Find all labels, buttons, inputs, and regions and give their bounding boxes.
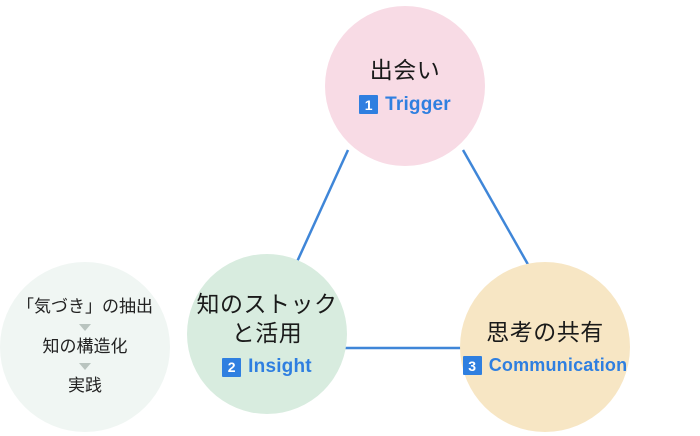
connector-trigger-insight xyxy=(294,149,350,265)
node-communication-number: 3 xyxy=(462,356,482,376)
node-communication-title: 思考の共有 xyxy=(486,318,604,345)
node-insight[interactable]: 知のストック と活用 2 Insight xyxy=(187,254,347,414)
node-trigger[interactable]: 出会い 1 Trigger xyxy=(325,6,485,166)
node-trigger-number: 1 xyxy=(359,95,379,115)
connector-trigger-communication xyxy=(461,149,532,269)
node-insight-title-line2: と活用 xyxy=(231,319,303,346)
arrow-down-icon xyxy=(79,363,91,371)
step-item-3: 実践 xyxy=(68,376,102,396)
node-communication-label: Communication xyxy=(488,355,628,376)
node-communication-tag: 3 Communication xyxy=(462,355,628,376)
node-communication[interactable]: 思考の共有 3 Communication xyxy=(460,262,630,432)
node-insight-number: 2 xyxy=(222,357,242,377)
node-insight-title-line1: 知のストック xyxy=(196,290,338,317)
step-item-2: 知の構造化 xyxy=(42,336,128,356)
node-insight-tag: 2 Insight xyxy=(222,356,312,378)
node-trigger-label: Trigger xyxy=(385,93,451,115)
node-insight-label: Insight xyxy=(248,356,312,378)
node-trigger-title: 出会い xyxy=(369,57,441,84)
step-item-1: 「気づき」の抽出 xyxy=(17,297,153,317)
node-trigger-tag: 1 Trigger xyxy=(359,94,451,116)
steps-circle: 「気づき」の抽出 知の構造化 実践 xyxy=(0,262,170,432)
arrow-down-icon xyxy=(79,323,91,331)
